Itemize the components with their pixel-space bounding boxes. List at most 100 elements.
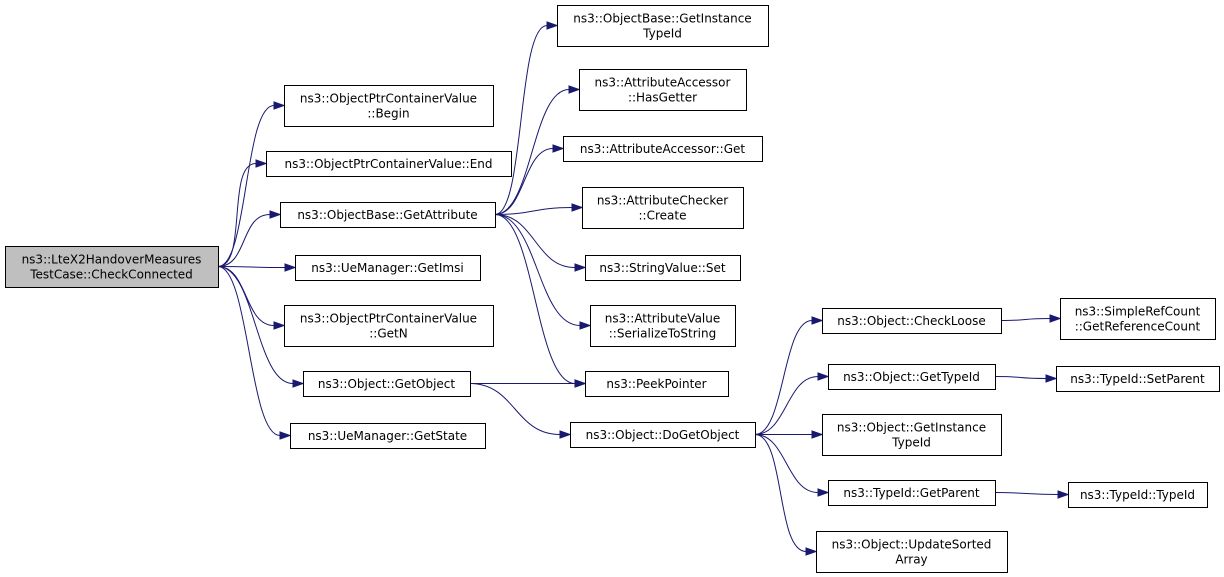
node-label-stringset-0: ns3::StringValue::Set [599,261,725,275]
node-box-typeidctor [1068,482,1208,508]
node-end[interactable]: ns3::ObjectPtrContainerValue::End [266,151,512,177]
node-label-getrefcount-0: ns3::SimpleRefCount [1075,305,1201,319]
edge-root-to-getn [217,266,275,326]
arrow-head-getobject-to-dogetobject [559,430,572,439]
arrow-head-getobject-to-peekpointer [574,379,587,388]
node-label-setparent-0: ns3::TypeId::SetParent [1070,372,1205,386]
edge-getattribute-to-checkercreate [494,207,573,215]
arrow-head-getparent-to-typeidctor [1057,490,1070,499]
node-hasgetter[interactable]: ns3::AttributeAccessor::HasGetter [579,69,747,111]
node-getn[interactable]: ns3::ObjectPtrContainerValue::GetN [284,305,494,347]
node-gettypeid[interactable]: ns3::Object::GetTypeId [828,364,996,390]
node-getparent[interactable]: ns3::TypeId::GetParent [828,480,996,506]
edge-getobject-to-dogetobject [469,383,561,435]
node-box-stringset [585,255,741,281]
edge-root-to-end [217,163,257,267]
node-box-getinstancetypeid_obj [822,414,1002,456]
edge-dogetobject-to-gettypeid [754,376,819,435]
node-label-root-1: TestCase::CheckConnected [29,268,193,282]
node-box-peekpointer [585,371,729,397]
arrow-head-gettypeid-to-setparent [1045,374,1058,383]
node-label-updatesorted-1: Array [895,553,927,567]
node-label-begin-0: ns3::ObjectPtrContainerValue [300,92,477,106]
node-checkloose[interactable]: ns3::Object::CheckLoose [822,308,1002,334]
node-box-checkercreate [582,187,744,229]
node-label-getinstancetypeid_base-0: ns3::ObjectBase::GetInstance [573,12,751,26]
node-label-end-0: ns3::ObjectPtrContainerValue::End [284,157,492,171]
node-label-hasgetter-0: ns3::AttributeAccessor [595,76,731,90]
call-nodes: ns3::LteX2HandoverMeasuresTestCase::Chec… [5,5,1220,573]
edge-dogetobject-to-checkloose [754,320,813,435]
node-stringset[interactable]: ns3::StringValue::Set [585,255,741,281]
node-box-getn [284,305,494,347]
node-box-getattribute [280,202,496,228]
node-label-getattribute-0: ns3::ObjectBase::GetAttribute [297,208,477,222]
node-box-getrefcount [1060,298,1216,340]
node-label-hasgetter-1: ::HasGetter [628,91,697,105]
arrow-head-root-to-getimsi [284,263,297,272]
node-checkercreate[interactable]: ns3::AttributeChecker::Create [582,187,744,229]
node-getobject[interactable]: ns3::Object::GetObject [303,371,471,397]
node-peekpointer[interactable]: ns3::PeekPointer [585,371,729,397]
arrow-head-getattribute-to-serialize [579,321,592,330]
node-label-getinstancetypeid_obj-0: ns3::Object::GetInstance [837,421,986,435]
edge-getattribute-to-getinstancetypeid_base [494,25,548,215]
edge-getattribute-to-hasgetter [494,89,570,215]
arrow-head-dogetobject-to-getparent [817,488,830,497]
arrow-head-getattribute-to-stringset [574,263,587,272]
edge-root-to-getattribute [217,214,271,267]
node-label-getinstancetypeid_base-1: TypeId [642,27,682,41]
edge-getattribute-to-serialize [494,214,581,326]
edge-gettypeid-to-setparent [994,376,1047,379]
node-label-checkercreate-1: ::Create [639,209,687,223]
node-box-setparent [1056,366,1220,392]
node-typeidctor[interactable]: ns3::TypeId::TypeId [1068,482,1208,508]
edge-dogetobject-to-getparent [754,434,819,493]
node-getimsi[interactable]: ns3::UeManager::GetImsi [295,255,481,281]
node-accessorget[interactable]: ns3::AttributeAccessor::Get [563,136,763,162]
arrow-head-getattribute-to-accessorget [552,144,565,153]
node-box-getimsi [295,255,481,281]
node-serialize[interactable]: ns3::AttributeValue::SerializeToString [590,305,736,347]
node-label-getinstancetypeid_obj-1: TypeId [891,436,931,450]
arrow-head-root-to-getn [273,321,286,330]
arrow-head-dogetobject-to-gettypeid [817,372,830,381]
arrow-head-getattribute-to-hasgetter [568,85,581,94]
call-edges [217,21,1070,556]
node-getstate[interactable]: ns3::UeManager::GetState [290,423,486,449]
node-box-getinstancetypeid_base [557,5,769,47]
edge-getparent-to-typeidctor [994,492,1059,495]
node-dogetobject[interactable]: ns3::Object::DoGetObject [570,422,756,448]
arrow-head-checkloose-to-getrefcount [1049,314,1062,323]
arrow-head-dogetobject-to-updatesorted [805,547,818,556]
node-label-root-0: ns3::LteX2HandoverMeasures [22,253,202,267]
node-root[interactable]: ns3::LteX2HandoverMeasuresTestCase::Chec… [5,246,219,288]
node-box-getobject [303,371,471,397]
arrow-head-getattribute-to-checkercreate [571,203,584,212]
node-label-getn-1: ::GetN [369,327,407,341]
node-label-getimsi-0: ns3::UeManager::GetImsi [311,261,463,275]
edge-root-to-getimsi [217,266,286,268]
arrow-head-root-to-getstate [279,431,292,440]
node-label-typeidctor-0: ns3::TypeId::TypeId [1080,488,1195,502]
node-box-checkloose [822,308,1002,334]
node-label-begin-1: ::Begin [367,107,409,121]
node-label-getstate-0: ns3::UeManager::GetState [308,429,467,443]
node-label-serialize-1: ::SerializeToString [609,327,717,341]
edge-getattribute-to-stringset [494,214,576,268]
node-getattribute[interactable]: ns3::ObjectBase::GetAttribute [280,202,496,228]
edge-root-to-getstate [217,266,281,436]
node-label-getparent-0: ns3::TypeId::GetParent [843,486,979,500]
node-label-gettypeid-0: ns3::Object::GetTypeId [843,370,980,384]
node-setparent[interactable]: ns3::TypeId::SetParent [1056,366,1220,392]
node-label-dogetobject-0: ns3::Object::DoGetObject [586,428,740,442]
node-box-dogetobject [570,422,756,448]
node-begin[interactable]: ns3::ObjectPtrContainerValue::Begin [284,85,494,127]
node-getrefcount[interactable]: ns3::SimpleRefCount::GetReferenceCount [1060,298,1216,340]
edge-checkloose-to-getrefcount [1000,318,1051,321]
edge-getattribute-to-peekpointer [494,214,576,384]
node-box-serialize [590,305,736,347]
